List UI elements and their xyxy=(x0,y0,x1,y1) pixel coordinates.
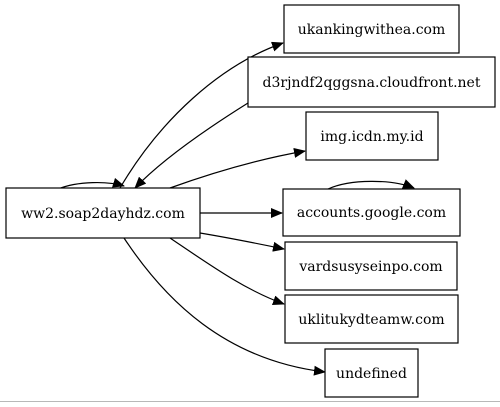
node-label: img.icdn.my.id xyxy=(320,129,423,145)
node-label: ukankingwithea.com xyxy=(298,22,446,38)
node-box xyxy=(324,348,419,398)
edge-source-to-imgicdn xyxy=(169,147,306,189)
node-source[interactable]: ww2.soap2dayhdz.com xyxy=(5,187,201,239)
node-label: d3rjndf2qggsna.cloudfront.net xyxy=(263,75,481,91)
node-label: ww2.soap2dayhdz.com xyxy=(21,206,185,222)
node-label: undefined xyxy=(336,366,407,382)
node-label: vardsusyseinpo.com xyxy=(298,259,442,275)
node-box xyxy=(305,111,439,161)
node-box xyxy=(284,294,459,344)
edges xyxy=(57,41,415,376)
node-label: accounts.google.com xyxy=(297,205,446,221)
node-ukankingwithea[interactable]: ukankingwithea.com xyxy=(283,4,460,54)
edge-source-to-undefined xyxy=(123,237,326,376)
node-uklitukydteamw[interactable]: uklitukydteamw.com xyxy=(284,294,459,344)
edge-source-to-ukankingwithea xyxy=(119,41,284,189)
bottom-divider xyxy=(0,401,500,402)
node-vardsusyseinpo[interactable]: vardsusyseinpo.com xyxy=(284,241,458,291)
edge-source-to-vardsusyseinpo xyxy=(199,232,285,252)
node-box xyxy=(5,187,201,239)
edge-cloudfront-to-source xyxy=(134,102,249,189)
node-cloudfront[interactable]: d3rjndf2qggsna.cloudfront.net xyxy=(247,56,496,108)
edge-source-self xyxy=(57,177,125,190)
node-box xyxy=(283,4,460,54)
node-box xyxy=(284,241,458,291)
node-box xyxy=(282,188,461,237)
edge-source-to-uklitukydteamw xyxy=(169,237,285,305)
node-undefined[interactable]: undefined xyxy=(324,348,419,398)
node-label: uklitukydteamw.com xyxy=(298,312,444,328)
edge-accountsgoogle-self xyxy=(327,179,415,190)
node-accountsgoogle[interactable]: accounts.google.com xyxy=(282,188,461,237)
node-box xyxy=(247,56,496,108)
node-imgicdn[interactable]: img.icdn.my.id xyxy=(305,111,439,161)
